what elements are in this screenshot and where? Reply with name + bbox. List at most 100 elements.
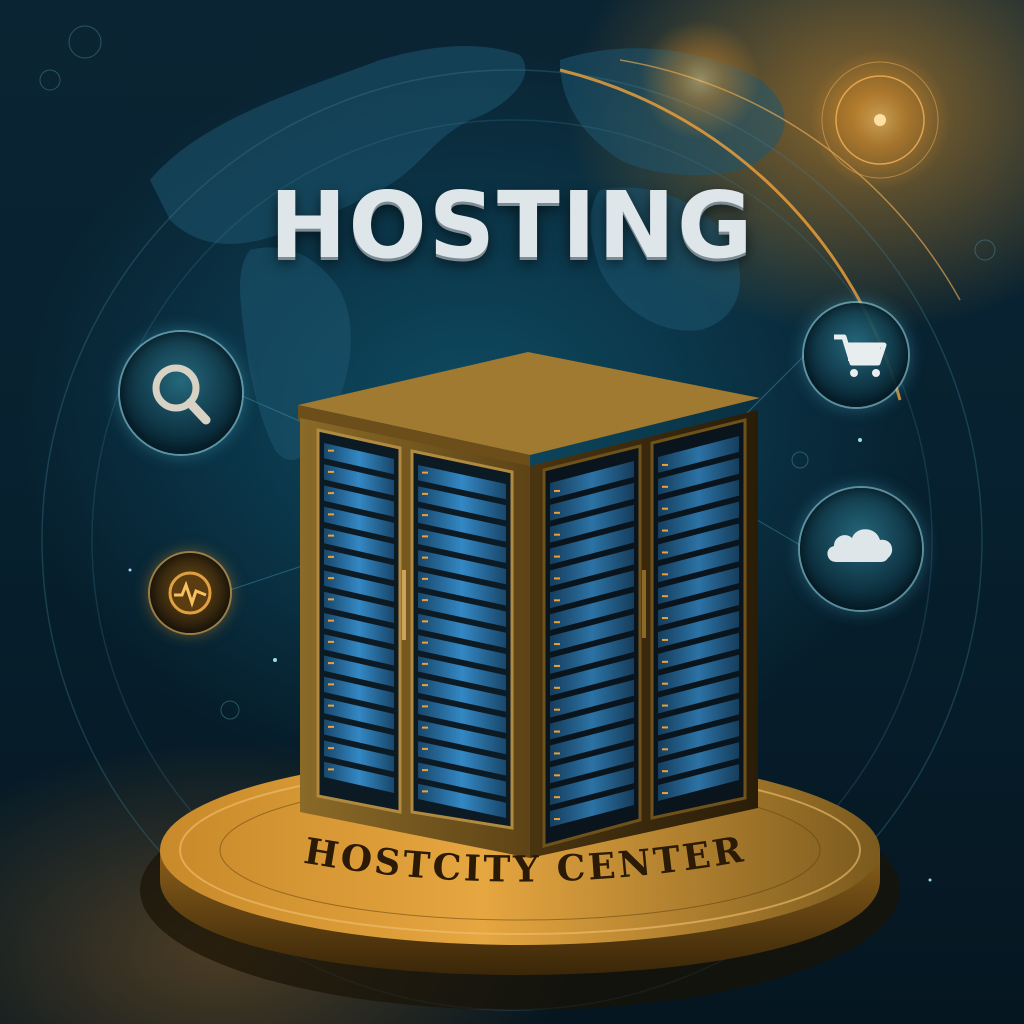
status-led [422,747,428,750]
status-led [554,752,560,755]
status-led [328,555,334,558]
server-bay [418,592,506,627]
status-led [422,662,428,665]
server-bay [658,589,739,626]
status-led [328,768,334,771]
server-bay [418,741,506,776]
server-bay [658,720,739,758]
status-led [554,818,560,821]
server-bay [550,723,634,762]
status-led [662,638,668,641]
search-icon [152,364,211,425]
status-led [554,533,560,536]
status-led [662,507,668,510]
sparkles [128,248,932,882]
status-led [328,598,334,601]
status-led [328,725,334,728]
status-led [554,708,560,711]
server-bay [324,613,394,645]
server-bay [324,549,394,581]
server-bay [418,486,506,521]
server-bay [324,634,394,666]
status-led [554,577,560,580]
status-led [662,660,668,663]
server-bays [324,436,739,827]
status-led [554,796,560,799]
server-bay [550,701,634,740]
server-rack [298,352,760,858]
status-led [662,770,668,773]
status-led [554,730,560,733]
server-bay [418,677,506,712]
server-bay [658,501,739,539]
server-bay [418,465,506,500]
server-bay [324,485,394,517]
server-bay [658,654,739,692]
server-bay [550,548,634,587]
server-bay [418,507,506,542]
light-flare [640,20,950,190]
server-bay [550,789,634,827]
server-bay [324,591,394,623]
server-bay [324,655,394,687]
status-led [662,682,668,685]
status-led [554,621,560,624]
server-bay [550,767,634,806]
status-led [662,748,668,751]
status-led [422,790,428,793]
status-led [554,555,560,558]
status-led [662,704,668,707]
status-led [328,449,334,452]
server-bay [418,528,506,563]
pulse-icon [168,571,212,615]
server-bay [550,482,634,521]
status-led [554,774,560,777]
status-led [328,640,334,643]
server-bay [658,545,739,583]
server-bay [658,457,739,495]
status-led [554,489,560,492]
server-bay [324,676,394,708]
server-bay [418,635,506,670]
status-led [662,617,668,620]
shopping-cart-icon [834,334,887,377]
server-bay [324,761,394,793]
server-bay [550,657,634,696]
status-led [328,747,334,750]
status-led [662,551,668,554]
server-bay [324,443,394,475]
server-bay [550,679,634,718]
status-led [662,529,668,532]
server-bay [658,632,739,670]
server-bay [324,570,394,602]
cart-badge [804,303,908,407]
server-bay [418,720,506,755]
server-bay [418,783,506,818]
server-bay [418,656,506,691]
server-bay [550,745,634,784]
server-bay [324,719,394,751]
status-led [328,513,334,516]
server-bay [658,479,739,517]
status-led [554,664,560,667]
server-bay [658,764,739,801]
status-led [662,792,668,795]
status-led [662,463,668,466]
status-led [422,471,428,474]
cloud-icon [827,529,893,562]
status-led [662,726,668,729]
server-bay [324,506,394,538]
status-led [422,620,428,623]
server-bay [418,613,506,648]
server-bay [324,740,394,772]
server-bay [658,611,739,648]
server-bay [550,526,634,565]
status-led [422,492,428,495]
status-led [422,769,428,772]
server-bay [658,523,739,561]
decorative-dots [39,25,996,720]
status-led [328,619,334,622]
server-bay [658,698,739,736]
